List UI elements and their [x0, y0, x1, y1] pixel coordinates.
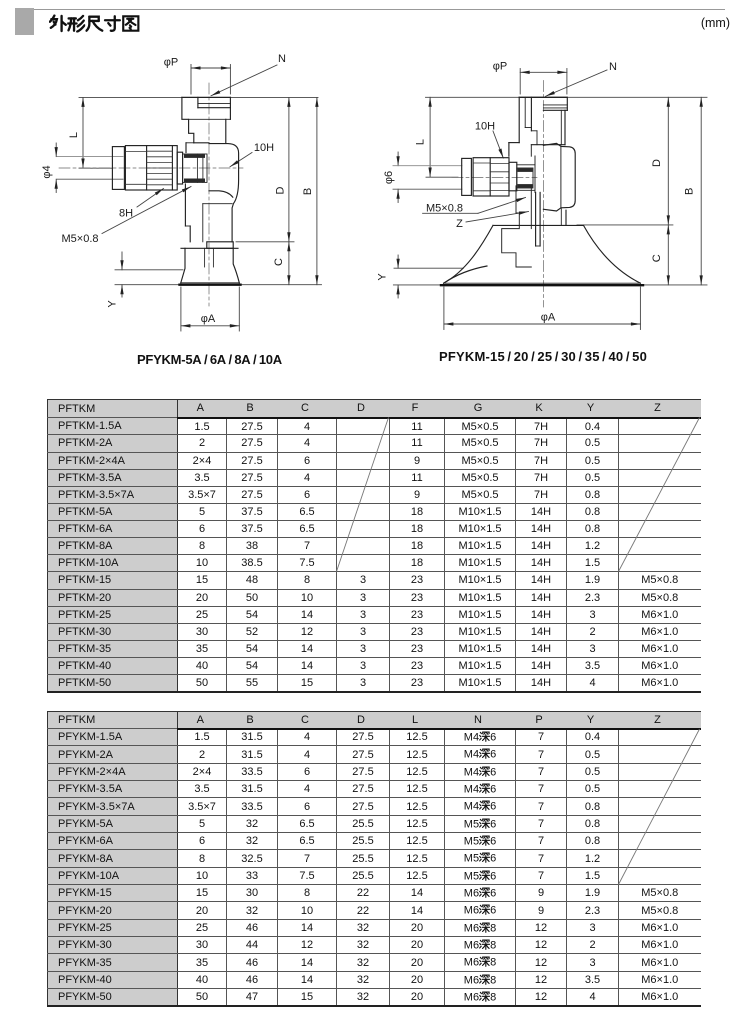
- svg-text:M5×0.8: M5×0.8: [62, 233, 99, 245]
- svg-text:D: D: [274, 186, 286, 194]
- svg-text:φP: φP: [164, 57, 178, 69]
- svg-text:Z: Z: [456, 218, 463, 230]
- svg-text:8H: 8H: [119, 208, 133, 220]
- svg-text:10H: 10H: [475, 121, 495, 133]
- svg-text:L: L: [68, 132, 80, 138]
- svg-text:φ6: φ6: [383, 171, 395, 184]
- svg-text:L: L: [415, 139, 427, 145]
- svg-text:N: N: [278, 53, 286, 65]
- svg-text:M5×0.8: M5×0.8: [426, 203, 463, 215]
- svg-text:C: C: [273, 258, 285, 266]
- svg-text:B: B: [684, 188, 696, 195]
- svg-text:Y: Y: [377, 273, 389, 281]
- svg-text:C: C: [651, 254, 663, 262]
- svg-text:φ4: φ4: [41, 165, 53, 178]
- svg-text:10H: 10H: [254, 142, 274, 154]
- svg-text:φA: φA: [201, 313, 216, 325]
- svg-text:D: D: [651, 159, 663, 167]
- svg-text:Y: Y: [107, 300, 119, 308]
- svg-text:B: B: [302, 188, 314, 195]
- svg-text:N: N: [609, 61, 617, 73]
- svg-text:φA: φA: [541, 312, 556, 324]
- svg-text:φP: φP: [493, 61, 507, 73]
